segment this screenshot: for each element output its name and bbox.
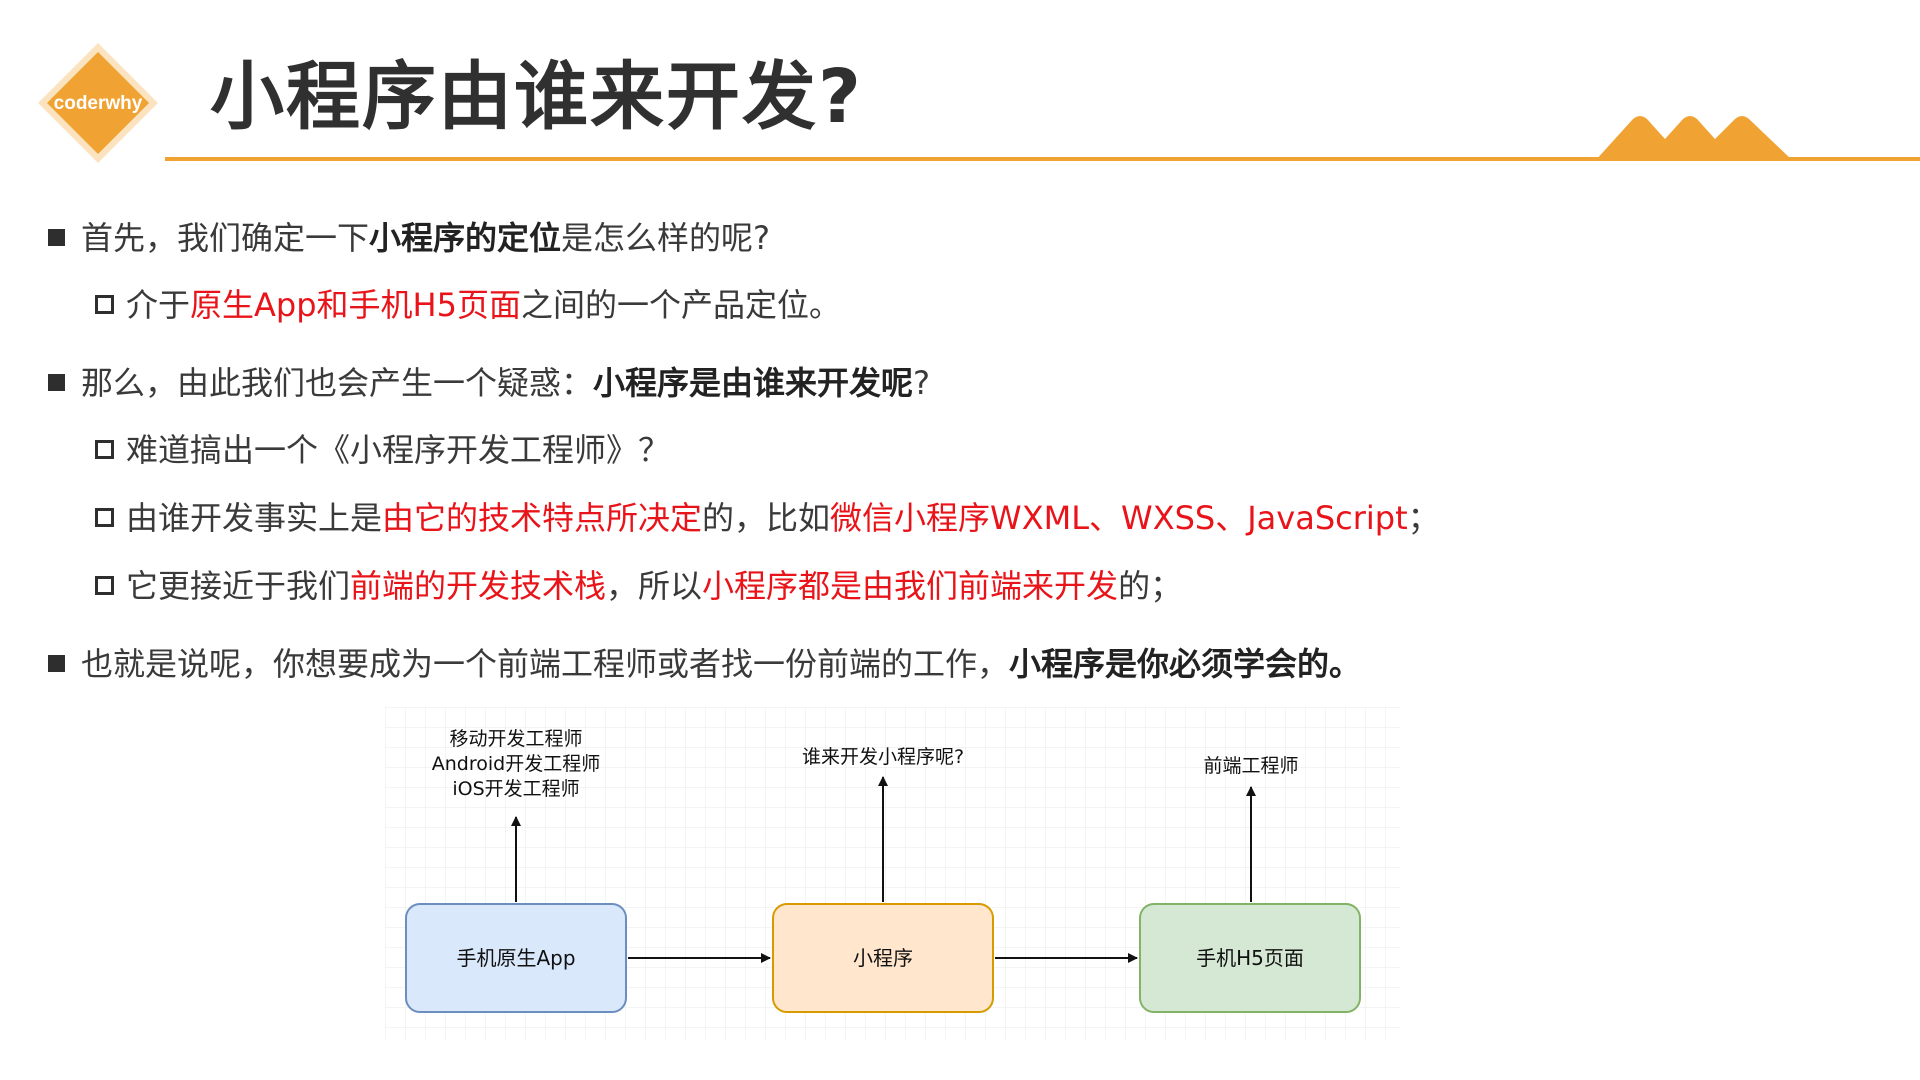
mountains-decoration: [1595, 116, 1840, 161]
bullet-1-1: 介于原生App和手机H5页面之间的一个产品定位。: [95, 283, 841, 327]
bullet-1: 首先，我们确定一下小程序的定位是怎么样的呢?: [48, 216, 770, 260]
label-who-develops: 谁来开发小程序呢?: [802, 746, 964, 768]
box-h5-page: [1139, 903, 1361, 1013]
bullet-hollow-square-icon: [95, 575, 114, 595]
bullet-2: 那么，由此我们也会产生一个疑惑：小程序是由谁来开发呢?: [48, 361, 930, 405]
page-title: 小程序由谁来开发?: [210, 54, 863, 140]
box-mini-program-label: 小程序: [853, 946, 913, 970]
label-android-dev: Android开发工程师: [432, 753, 600, 775]
architecture-diagram: 手机原生App 小程序 手机H5页面 移动开发工程师 Android开发工程师 …: [385, 707, 1400, 1040]
bullet-3: 也就是说呢，你想要成为一个前端工程师或者找一份前端的工作，小程序是你必须学会的。: [48, 642, 1361, 686]
box-mini-program: [772, 903, 994, 1013]
bullet-hollow-square-icon: [95, 439, 114, 459]
bullet-hollow-square-icon: [95, 294, 114, 314]
logo-text: coderwhy: [54, 93, 143, 114]
bullet-hollow-square-icon: [95, 507, 114, 527]
bullet-2-3: 它更接近于我们前端的开发技术栈，所以小程序都是由我们前端来开发的；: [95, 564, 1182, 608]
box-h5-page-label: 手机H5页面: [1196, 946, 1304, 970]
label-ios-dev: iOS开发工程师: [452, 778, 579, 800]
bullet-square-icon: [48, 373, 65, 391]
bullet-2-2: 由谁开发事实上是由它的技术特点所决定的，比如微信小程序WXML、WXSS、Jav…: [95, 496, 1440, 540]
header-divider: [165, 157, 1920, 161]
bullet-square-icon: [48, 228, 65, 246]
box-native-app-label: 手机原生App: [456, 946, 575, 970]
label-mobile-dev: 移动开发工程师: [449, 728, 582, 750]
box-native-app: [405, 903, 627, 1013]
coderwhy-logo: coderwhy: [38, 43, 158, 163]
label-frontend-engineer: 前端工程师: [1203, 755, 1298, 777]
bullet-2-1: 难道搞出一个《小程序开发工程师》？: [95, 428, 670, 472]
bullet-square-icon: [48, 654, 65, 672]
